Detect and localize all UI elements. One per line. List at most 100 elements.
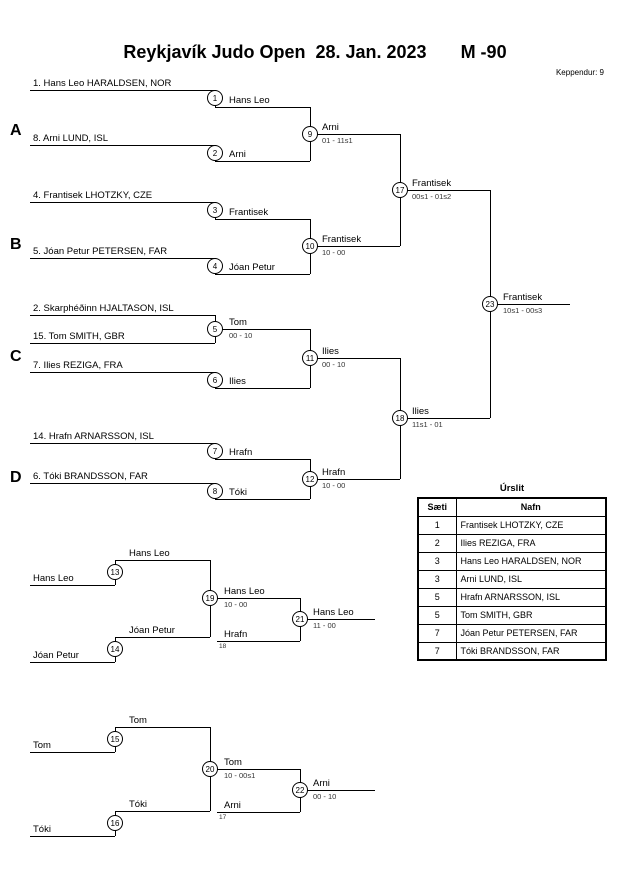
result-name: Jóan Petur PETERSEN, FAR: [455, 623, 607, 643]
group-label-d: D: [10, 469, 22, 486]
match-circle-17: 17: [392, 182, 408, 198]
winner-line: [215, 329, 310, 330]
page-header: Reykjavík Judo Open 28. Jan. 2023 M -90: [0, 42, 630, 63]
match-circle-1: 1: [207, 90, 223, 106]
winner-label: Tóki: [129, 799, 147, 810]
match-number: 17: [395, 185, 405, 195]
result-name: Arni LUND, ISL: [455, 569, 607, 589]
match-number: 3: [212, 205, 218, 215]
match-number: 1: [212, 93, 218, 103]
winner-label: Hans Leo: [224, 586, 265, 597]
seed-label: 7. Ilies REZIGA, FRA: [33, 360, 123, 371]
seed-label: 14. Hrafn ARNARSSON, ISL: [33, 431, 154, 442]
match-number: 9: [307, 129, 313, 139]
winner-label: Hans Leo: [313, 607, 354, 618]
winner-line: [215, 107, 310, 108]
seed-label: 5. Jóan Petur PETERSEN, FAR: [33, 246, 168, 257]
match-number: 11: [305, 353, 315, 363]
result-rank: 3: [417, 569, 457, 589]
seed-line: [30, 315, 215, 316]
match-score: 00 - 10: [322, 360, 346, 369]
match-circle-18: 18: [392, 410, 408, 426]
winner-label: Tom: [224, 757, 242, 768]
winner-line: [115, 637, 210, 638]
match-circle-10: 10: [302, 238, 318, 254]
match-circle-6: 6: [207, 372, 223, 388]
winner-label: Ilies: [229, 376, 246, 387]
match-circle-14: 14: [107, 641, 123, 657]
winner-line: [310, 479, 400, 480]
match-score: 10 - 00: [322, 481, 346, 490]
winner-label: Hans Leo: [229, 95, 270, 106]
winner-line: [310, 358, 400, 359]
result-name: Frantisek LHOTZKY, CZE: [455, 515, 607, 535]
winner-line: [215, 499, 310, 500]
match-number: 13: [110, 567, 120, 577]
table-row: 3 Arni LUND, ISL: [417, 569, 607, 589]
winner-line: [310, 134, 400, 135]
match-number: 2: [212, 148, 218, 158]
winner-label: Hrafn: [322, 467, 346, 478]
group-label-a: A: [10, 122, 22, 139]
results-header-row: Sæti Nafn: [417, 497, 607, 517]
seed-line: [30, 90, 215, 91]
winner-line: [210, 769, 300, 770]
seed-label: 2. Skarphéðinn HJALTASON, ISL: [33, 303, 174, 314]
winner-label: Ilies: [412, 406, 429, 417]
match-score: 10 - 00s1: [224, 771, 256, 780]
match-number: 8: [212, 486, 218, 496]
group-label-c: C: [10, 348, 22, 365]
seed-line: [30, 202, 215, 203]
match-number: 21: [295, 614, 305, 624]
match-circle-21: 21: [292, 611, 308, 627]
seed-line: [30, 836, 115, 837]
table-row: 5 Hrafn ARNARSSON, ISL: [417, 587, 607, 607]
table-row: 5 Tom SMITH, GBR: [417, 605, 607, 625]
repechage-entry-label: Tom: [33, 740, 51, 751]
winner-line: [400, 418, 490, 419]
seed-line: [30, 662, 115, 663]
repechage-entry-label: Tóki: [33, 824, 51, 835]
match-circle-3: 3: [207, 202, 223, 218]
match-score: 11 - 00: [313, 621, 336, 630]
result-rank: 5: [417, 605, 457, 625]
match-score: 00 - 10: [313, 792, 337, 801]
table-row: 7 Tóki BRANDSSON, FAR: [417, 641, 607, 661]
match-number: 14: [110, 644, 120, 654]
winner-label: Hans Leo: [129, 548, 170, 559]
results-header-name: Nafn: [455, 497, 607, 517]
weight-class: M -90: [460, 42, 507, 62]
match-circle-15: 15: [107, 731, 123, 747]
match-circle-19: 19: [202, 590, 218, 606]
table-row: 2 Ilies REZIGA, FRA: [417, 533, 607, 553]
match-circle-20: 20: [202, 761, 218, 777]
match-number: 15: [110, 734, 120, 744]
winner-line: [215, 161, 310, 162]
match-number: 20: [205, 764, 215, 774]
result-rank: 1: [417, 515, 457, 535]
results-table: Sæti Nafn 1 Frantisek LHOTZKY, CZE 2 Ili…: [417, 497, 607, 661]
repechage-entry-label: Hans Leo: [33, 573, 74, 584]
seed-label: 8. Arni LUND, ISL: [33, 133, 108, 144]
seed-line: [30, 372, 215, 373]
match-circle-8: 8: [207, 483, 223, 499]
match-circle-22: 22: [292, 782, 308, 798]
result-rank: 2: [417, 533, 457, 553]
match-number: 23: [485, 299, 495, 309]
seed-line: [30, 752, 115, 753]
result-name: Ilies REZIGA, FRA: [455, 533, 607, 553]
winner-line: [310, 246, 400, 247]
match-number: 10: [305, 241, 315, 251]
result-name: Tóki BRANDSSON, FAR: [455, 641, 607, 661]
loser-from-mark: 17: [219, 814, 227, 821]
match-circle-23: 23: [482, 296, 498, 312]
seed-line: [30, 585, 115, 586]
match-number: 12: [305, 474, 315, 484]
repechage-entry-label: Arni: [224, 800, 241, 811]
seed-line: [30, 343, 215, 344]
result-name: Hrafn ARNARSSON, ISL: [455, 587, 607, 607]
match-number: 6: [212, 375, 218, 385]
match-score: 00 - 10: [229, 331, 253, 340]
match-circle-2: 2: [207, 145, 223, 161]
